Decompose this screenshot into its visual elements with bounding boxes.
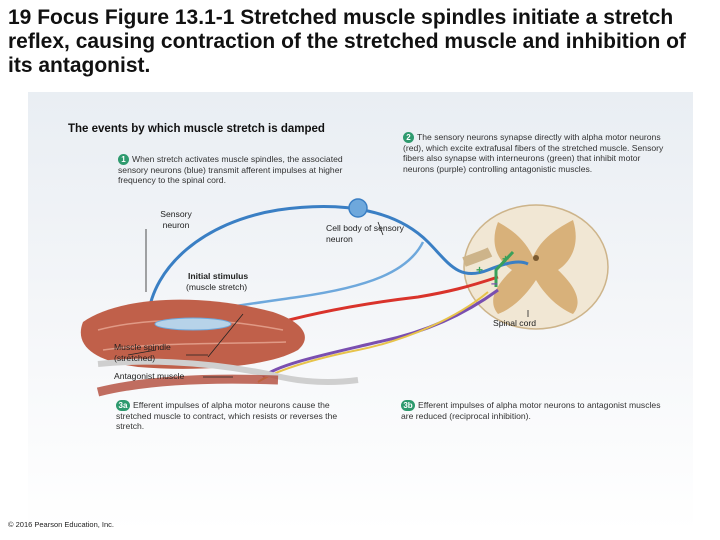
copyright: © 2016 Pearson Education, Inc. (8, 520, 115, 529)
cell-body-label: Cell body of sensory neuron (326, 223, 404, 244)
slide-title: 19 Focus Figure 13.1-1 Stretched muscle … (8, 6, 686, 77)
step-1-badge: 1 (118, 154, 129, 165)
sensory-neuron-path (146, 205, 529, 318)
motor-neuron-path (262, 275, 499, 329)
muscle-spindle-label: Muscle spindle (stretched) (114, 342, 171, 363)
figure-title: The events by which muscle stretch is da… (68, 123, 325, 135)
minus-sign: – (491, 276, 498, 290)
step-3a-badge: 3a (116, 400, 130, 411)
interneuron-path (494, 250, 515, 287)
initial-stimulus-sub: (muscle stretch) (186, 282, 248, 292)
sensory-cell-body (348, 198, 368, 218)
step-1-text: When stretch activates muscle spindles, … (118, 154, 343, 186)
step-2-badge: 2 (403, 132, 414, 143)
inhibited-motor-path (262, 288, 499, 379)
sensory-neuron-label: Sensory neuron (160, 209, 192, 230)
antagonist-muscle-label: Antagonist muscle (114, 371, 185, 381)
muscle-illustration (80, 299, 359, 397)
spinal-cord-label: Spinal cord (493, 318, 536, 328)
step-3b-text: Efferent impulses of alpha motor neurons… (401, 400, 661, 421)
plus-sign-2: + (502, 252, 510, 266)
step-3a-text: Efferent impulses of alpha motor neurons… (116, 400, 338, 432)
spinal-cord-illustration (462, 204, 609, 330)
plus-sign-1: + (476, 263, 484, 277)
step-2-text: The sensory neurons synapse directly wit… (403, 132, 664, 174)
reflex-figure: The events by which muscle stretch is da… (28, 92, 693, 532)
reflex-illustration (80, 198, 609, 397)
step-3b-badge: 3b (401, 400, 415, 411)
initial-stimulus-label: Initial stimulus (188, 271, 249, 281)
